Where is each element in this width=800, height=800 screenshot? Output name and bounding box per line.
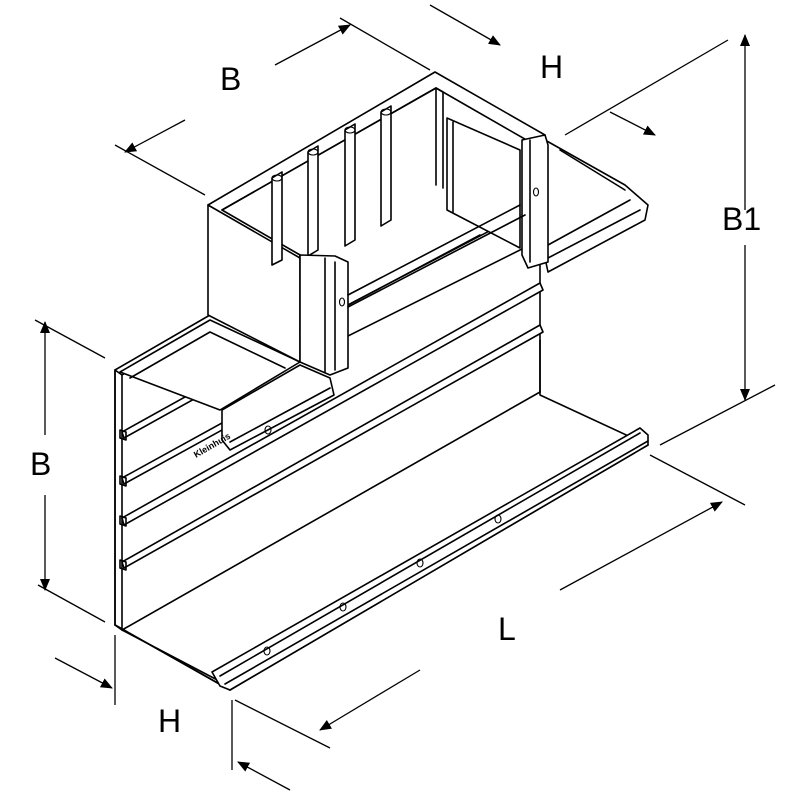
rail-hole	[264, 425, 272, 435]
rail-hole	[263, 646, 271, 656]
branch-outlet	[207, 71, 549, 376]
dim-label-top-height: H	[540, 49, 563, 85]
rail-hole	[416, 558, 424, 568]
dimension-top-width: B	[114, 17, 431, 196]
dim-label-top-width: B	[220, 61, 241, 97]
dim-label-bottom-height: H	[158, 703, 181, 739]
dimension-bottom-height: H	[54, 635, 291, 791]
dimension-total-height: B1	[659, 34, 776, 446]
right-rail	[544, 139, 649, 273]
main-channel: Kleinhuis	[114, 239, 649, 691]
dimension-left-width: B	[30, 319, 106, 623]
dimension-length: L	[234, 454, 746, 749]
dim-label-left-width: B	[30, 446, 51, 482]
dim-label-total-height: B1	[722, 201, 761, 237]
dim-label-length: L	[498, 611, 516, 647]
dimension-top-height: H	[429, 4, 729, 136]
rail-hole	[494, 514, 502, 524]
rail-hole	[339, 602, 347, 612]
